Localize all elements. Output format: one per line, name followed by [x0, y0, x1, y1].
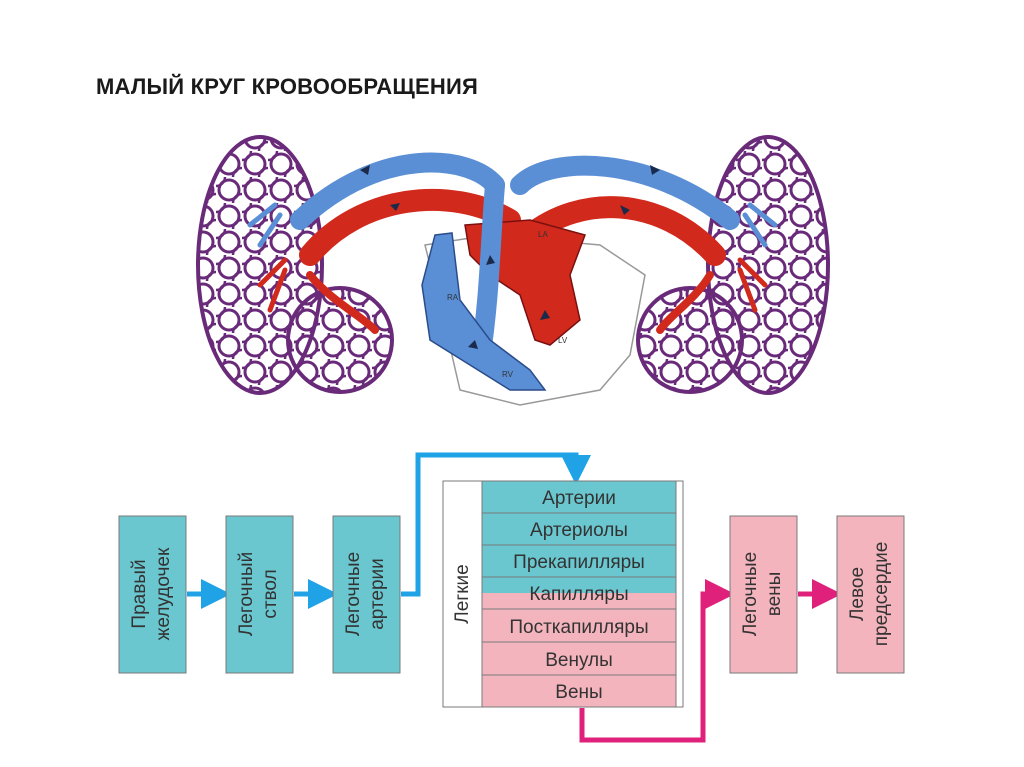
box-pulmonary-trunk-line2: ствол — [260, 569, 281, 618]
lungs-row-capillaries: Капилляры — [529, 584, 628, 605]
left-lung-capillaries — [196, 135, 394, 395]
box-pulmonary-arteries-line1: Легочные — [343, 552, 364, 636]
lungs-row-bg-1 — [481, 512, 677, 546]
label-lv: LV — [558, 336, 568, 345]
lungs-label: Легкие — [452, 564, 473, 623]
lungs-row-postcapillaries: Посткапилляры — [509, 617, 648, 638]
label-ra: RA — [447, 293, 459, 302]
lungs-row-arteries: Артерии — [542, 488, 616, 509]
lungs-row-arterioles: Артериолы — [530, 520, 628, 541]
arrow-to-lungs — [401, 452, 591, 597]
box-pulmonary-trunk-line1: Легочный — [236, 552, 257, 636]
box-pulmonary-trunk: Легочный ствол — [225, 515, 294, 674]
box-pulmonary-arteries: Легочные артерии — [332, 515, 401, 674]
lungs-row-bg-3-top — [482, 577, 676, 593]
slide-title: МАЛЫЙ КРУГ КРОВООБРАЩЕНИЯ — [96, 74, 478, 99]
box-pulmonary-arteries-line2: артерии — [367, 558, 388, 630]
box-right-ventricle-line2: желудочек — [153, 547, 174, 640]
label-la: LA — [538, 230, 548, 239]
lungs-row-bg-2 — [481, 544, 677, 578]
box-left-atrium-line2: предсердие — [871, 542, 892, 647]
lungs-row-venules: Венулы — [545, 650, 613, 671]
box-right-ventricle: Правый желудочек — [118, 515, 187, 674]
lungs-row-bg-0 — [481, 480, 677, 514]
pulmonary-circulation-illustration: RA RV LA LV — [196, 135, 830, 406]
right-heart-chambers — [421, 232, 547, 391]
lungs-row-bg-4 — [481, 608, 677, 643]
label-rv: RV — [502, 370, 514, 379]
lungs-row-bg-5 — [481, 641, 677, 676]
box-right-ventricle-line1: Правый — [129, 559, 150, 628]
lungs-row-bg-3-bottom — [482, 593, 676, 609]
flow-direction-arrows — [360, 165, 660, 349]
lungs-row-veins: Вены — [555, 682, 602, 703]
box-pulmonary-veins-line2: вены — [764, 572, 785, 617]
lungs-block: Легкие Артерии Артериолы Прекапилляры Ка… — [442, 480, 684, 708]
arrow-to-pulmonary-veins — [579, 579, 735, 743]
box-left-atrium-line1: Левое — [847, 567, 868, 621]
box-left-atrium: Левое предсердие — [836, 515, 905, 674]
pulmonary-veins-red — [257, 188, 768, 334]
box-pulmonary-veins-line1: Легочные — [740, 552, 761, 636]
box-pulmonary-veins: Легочные вены — [729, 515, 798, 674]
lungs-row-bg-6 — [481, 674, 677, 708]
right-lung-capillaries — [636, 135, 830, 395]
lungs-row-precapillaries: Прекапилляры — [513, 552, 645, 573]
